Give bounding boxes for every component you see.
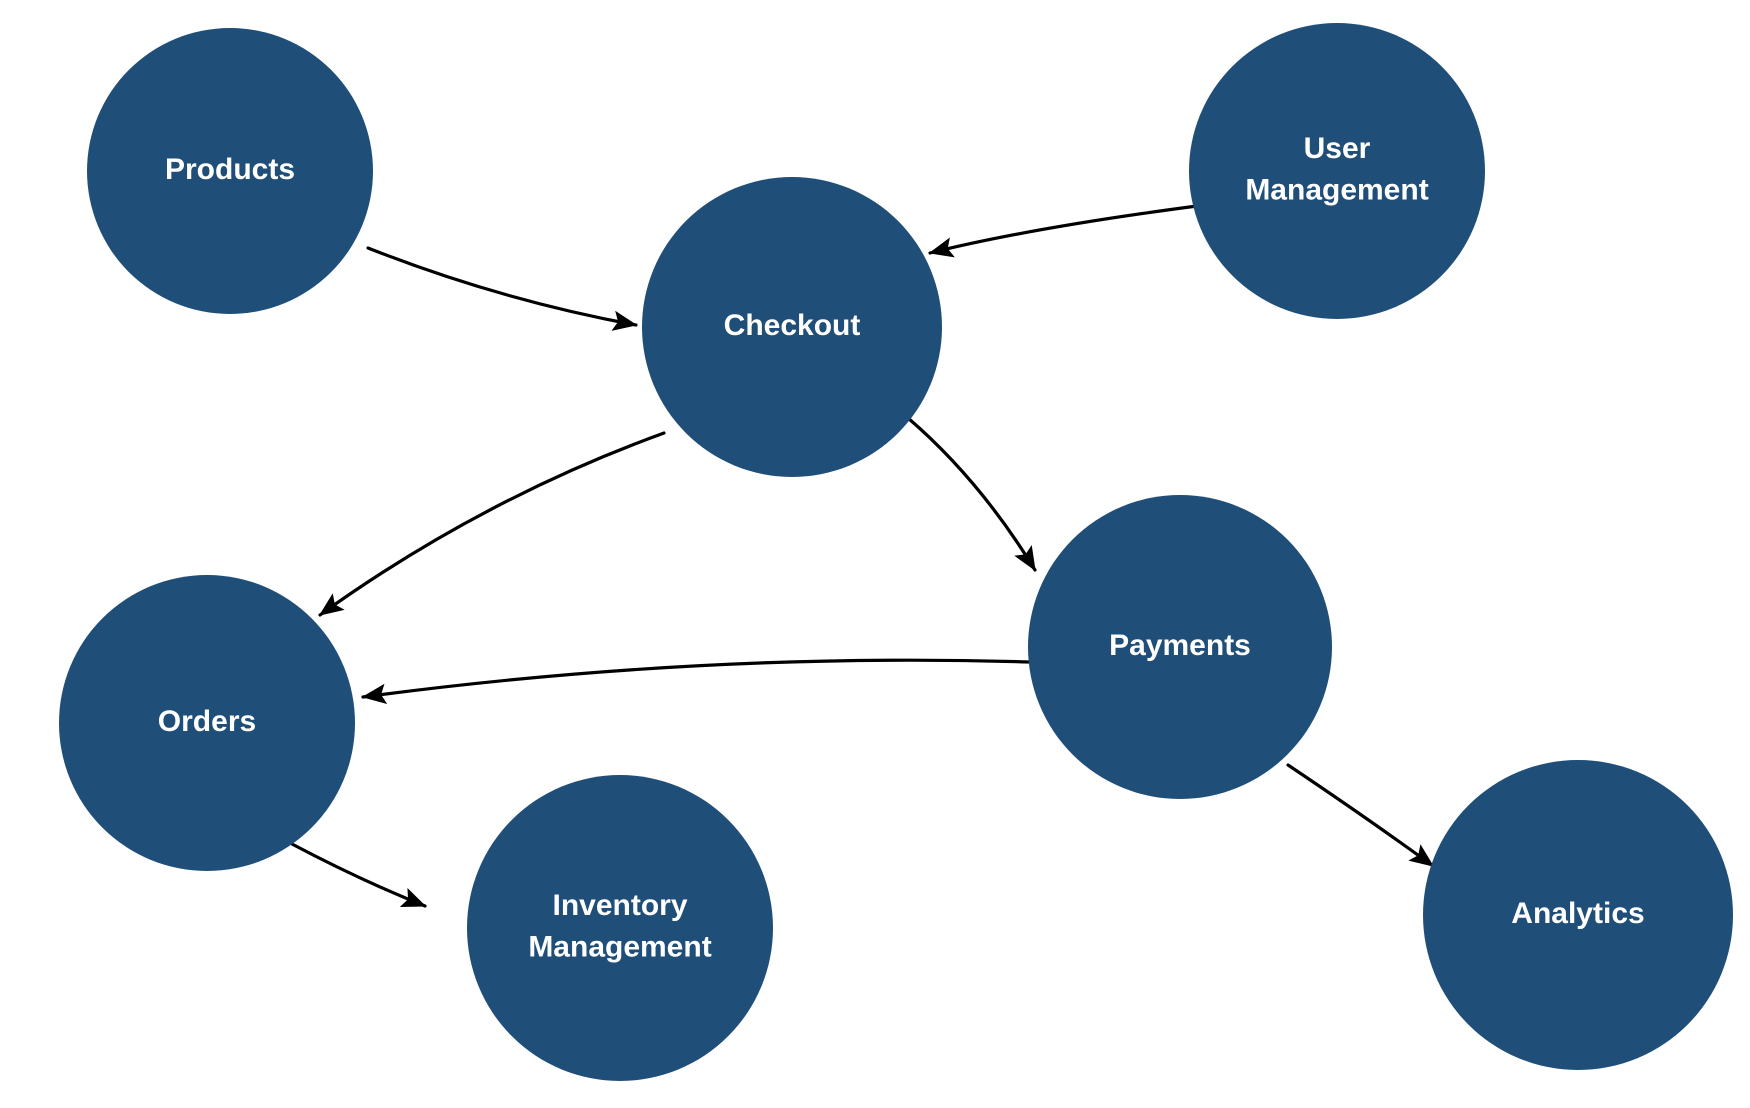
edges-layer [290, 204, 1435, 908]
node-circle-analytics[interactable] [1423, 760, 1733, 1070]
edge-checkout-to-orders [318, 431, 666, 617]
node-payments[interactable]: Payments [1028, 495, 1332, 799]
node-circle-inventory-management[interactable] [467, 775, 773, 1081]
edge-payments-to-analytics [1286, 763, 1435, 868]
node-circle-payments[interactable] [1028, 495, 1332, 799]
node-circle-products[interactable] [87, 28, 373, 314]
edge-payments-to-orders [361, 658, 1032, 705]
edge-products-to-checkout [366, 246, 638, 331]
edge-orders-to-inventory-management [290, 842, 427, 908]
node-analytics[interactable]: Analytics [1423, 760, 1733, 1070]
node-circle-checkout[interactable] [642, 177, 942, 477]
node-orders[interactable]: Orders [59, 575, 355, 871]
edge-user-management-to-checkout [928, 204, 1199, 258]
edge-checkout-to-payments [906, 416, 1037, 572]
node-products[interactable]: Products [87, 28, 373, 314]
node-circle-orders[interactable] [59, 575, 355, 871]
node-checkout[interactable]: Checkout [642, 177, 942, 477]
node-circle-user-management[interactable] [1189, 23, 1485, 319]
